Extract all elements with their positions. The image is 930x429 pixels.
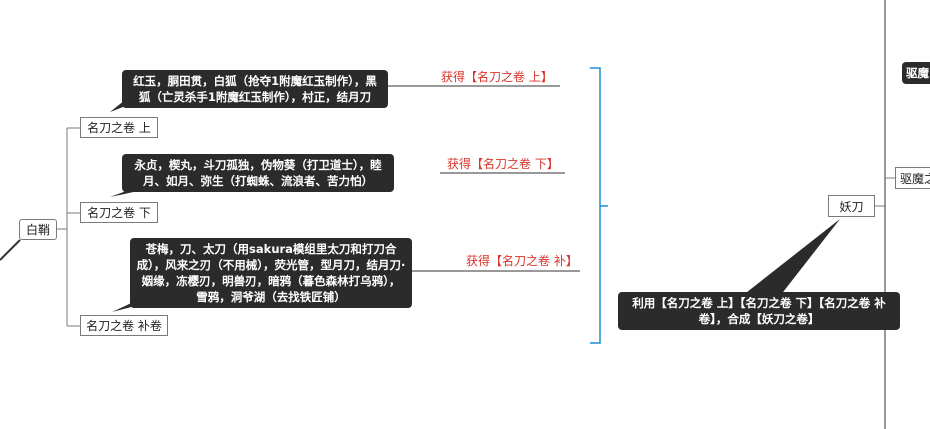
quma-node[interactable]: 驱魔之 (895, 167, 930, 189)
baishao-node[interactable]: 白鞘 (19, 219, 57, 240)
incoming-connector (0, 239, 21, 261)
note-craft: 利用【名刀之卷 上】【名刀之卷 下】【名刀之卷 补卷】，合成【妖刀之卷】 (618, 292, 900, 330)
yaodao-label: 妖刀 (839, 199, 864, 214)
quma-label: 驱魔之 (900, 171, 930, 186)
lower-scroll-label: 名刀之卷 下 (87, 206, 151, 220)
label-lower: 获得【名刀之卷 下】 (447, 157, 559, 171)
supplement-scroll-label: 名刀之卷 补卷 (86, 319, 162, 333)
upper-scroll-node[interactable]: 名刀之卷 上 (80, 117, 158, 138)
yaodao-node[interactable]: 妖刀 (828, 195, 875, 217)
note-lower: 永贞，楔丸，斗刀孤独，伪物葵（打卫道士），睦月、如月、弥生（打蜘蛛、流浪者、苦力… (122, 154, 394, 192)
note-upper: 红玉，胴田贯，白狐（抢夺1附魔红玉制作），黑狐（亡灵杀手1附魔红玉制作），村正，… (122, 70, 388, 108)
upper-scroll-label: 名刀之卷 上 (87, 121, 151, 135)
supplement-scroll-node[interactable]: 名刀之卷 补卷 (80, 315, 168, 336)
lower-scroll-node[interactable]: 名刀之卷 下 (80, 202, 158, 223)
label-supplement: 获得【名刀之卷 补】 (466, 254, 578, 268)
note-supplement: 苍梅，刀、太刀（用sakura模组里太刀和打刀合成），风来之刃（不用械），荧光管… (130, 238, 412, 308)
callout-yaodao (742, 219, 840, 296)
blue-bracket (590, 67, 601, 344)
baishao-label: 白鞘 (25, 223, 50, 237)
note-quma-partial: 驱魔 (902, 62, 930, 84)
label-upper: 获得【名刀之卷 上】 (441, 70, 553, 84)
